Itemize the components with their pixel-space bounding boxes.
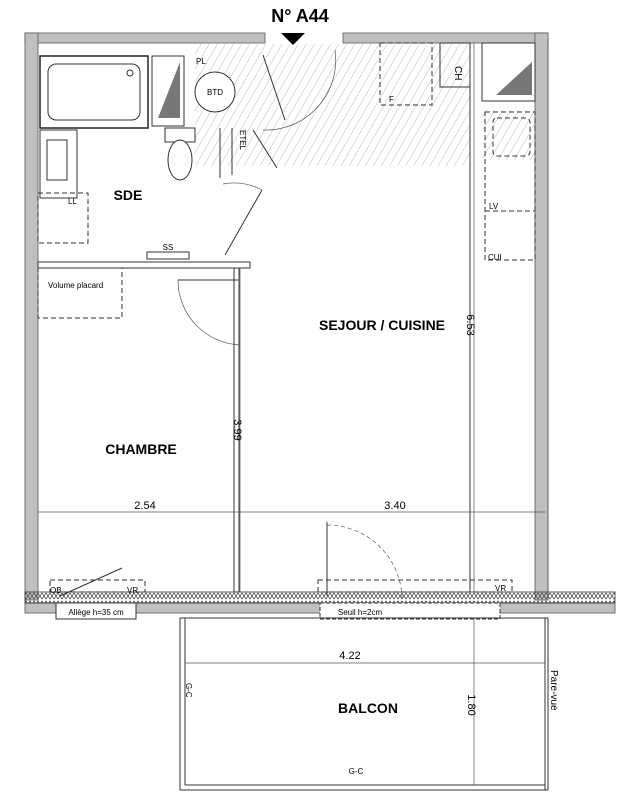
circulation-hatch (195, 44, 470, 166)
washing-machine-space (37, 192, 89, 244)
room-label-sejour: SEJOUR / CUISINE (319, 317, 445, 333)
room-label-balcon: BALCON (338, 700, 398, 716)
label-pare-vue: Pare-vue (548, 670, 559, 711)
label-ob: OB (50, 586, 62, 595)
balcony (179, 617, 549, 791)
towel-dryer (146, 251, 190, 260)
closet-volume (37, 267, 123, 319)
dim-chambre-depth: 3.99 (231, 419, 243, 440)
kitchen-sink-icon (492, 117, 531, 157)
label-etel: ETEL (238, 130, 247, 151)
label-lv: LV (489, 202, 499, 211)
label-pl: PL (196, 57, 206, 66)
interior-walls (37, 43, 471, 593)
dimension-lines (38, 43, 545, 785)
toilet-icon (167, 139, 193, 181)
label-volume-placard: Volume placard (48, 281, 103, 290)
doors (59, 49, 403, 599)
kitchen-counter (484, 111, 536, 261)
label-vr-left: VR (127, 586, 138, 595)
dim-chambre-width: 2.54 (134, 500, 155, 512)
apartment-number: N° A44 (271, 6, 329, 26)
label-ss: SS (163, 243, 174, 252)
label-allege: Allège h=35 cm (68, 608, 124, 617)
dim-sejour-width: 3.40 (384, 500, 405, 512)
screen-glass-icon (158, 62, 180, 118)
label-gc-bottom: G-C (349, 767, 364, 776)
label-cui: CUI (488, 253, 502, 262)
bathtub (39, 55, 149, 129)
label-btd: BTD (207, 88, 223, 97)
fridge-space (379, 42, 433, 106)
dim-balcon-width: 4.22 (339, 650, 360, 662)
label-ch: CH (452, 66, 463, 80)
dim-sejour-depth: 6.53 (464, 314, 476, 335)
room-label-chambre: CHAMBRE (105, 441, 177, 457)
room-label-sde: SDE (114, 187, 143, 203)
seuil-box (319, 602, 501, 620)
label-vr-right: VR (495, 584, 506, 593)
label-f: F (389, 95, 394, 104)
boiler (439, 42, 471, 88)
dim-balcon-depth: 1.80 (465, 694, 477, 715)
window-door-frame (317, 579, 513, 593)
entrance-arrow-icon (281, 33, 305, 45)
allege-box (55, 602, 137, 620)
window-left-frame (49, 579, 146, 593)
label-seuil: Seuil h=2cm (338, 608, 383, 617)
label-ll: LL (68, 197, 77, 206)
label-gc-left: G-C (184, 683, 193, 698)
water-heater (194, 71, 236, 113)
